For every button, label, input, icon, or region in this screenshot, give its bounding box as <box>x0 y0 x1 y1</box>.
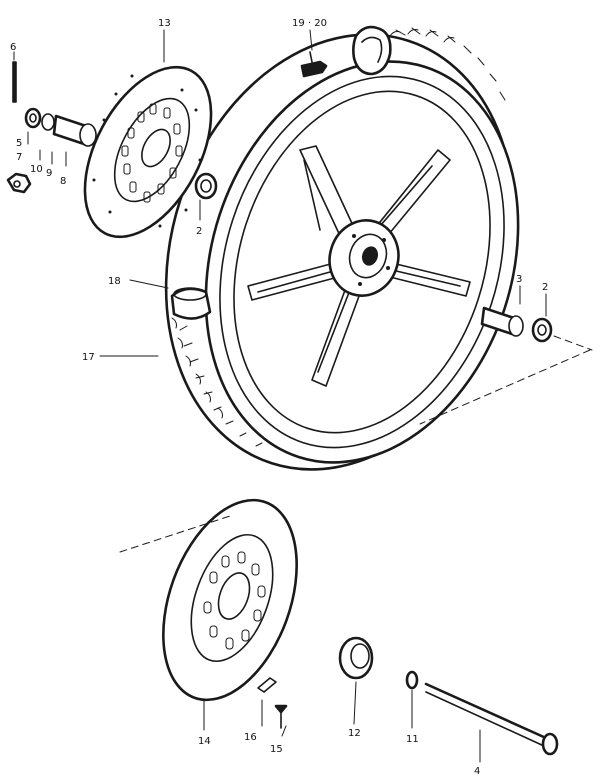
right-axle-parts <box>419 306 593 425</box>
lower-bolt-parts <box>257 677 288 729</box>
hub-cap <box>338 636 374 680</box>
callout-10: 10 <box>30 164 43 175</box>
spacer-and-seal <box>170 287 212 320</box>
callout-12: 12 <box>348 728 361 739</box>
balance-weight <box>300 51 328 78</box>
callout-labels: 13 19 · 20 6 5 7 10 9 8 2 18 17 3 2 14 1… <box>10 18 548 777</box>
callout-7: 7 <box>16 152 22 163</box>
callout-13: 13 <box>158 18 171 29</box>
callout-4: 4 <box>474 766 480 777</box>
spokes <box>247 145 471 387</box>
callout-9: 9 <box>46 168 52 179</box>
callout-11: 11 <box>406 734 419 745</box>
front-axle <box>405 670 559 756</box>
callout-5: 5 <box>16 138 22 149</box>
callout-15: 15 <box>270 744 283 755</box>
callout-19-20: 19 · 20 <box>292 18 327 29</box>
callout-3: 3 <box>516 274 522 285</box>
leader-lines <box>13 29 547 763</box>
callout-2-upper: 2 <box>196 226 202 237</box>
callout-16: 16 <box>244 732 257 743</box>
left-axle-parts <box>6 61 218 200</box>
callout-8: 8 <box>60 176 66 187</box>
callout-17: 17 <box>82 352 95 363</box>
callout-14: 14 <box>198 736 211 747</box>
lower-brake-disc <box>119 498 298 702</box>
hub <box>328 219 400 297</box>
upper-brake-disc <box>83 65 213 239</box>
callout-2-right: 2 <box>542 282 548 293</box>
callout-18: 18 <box>108 276 121 287</box>
callout-6: 6 <box>10 42 16 53</box>
